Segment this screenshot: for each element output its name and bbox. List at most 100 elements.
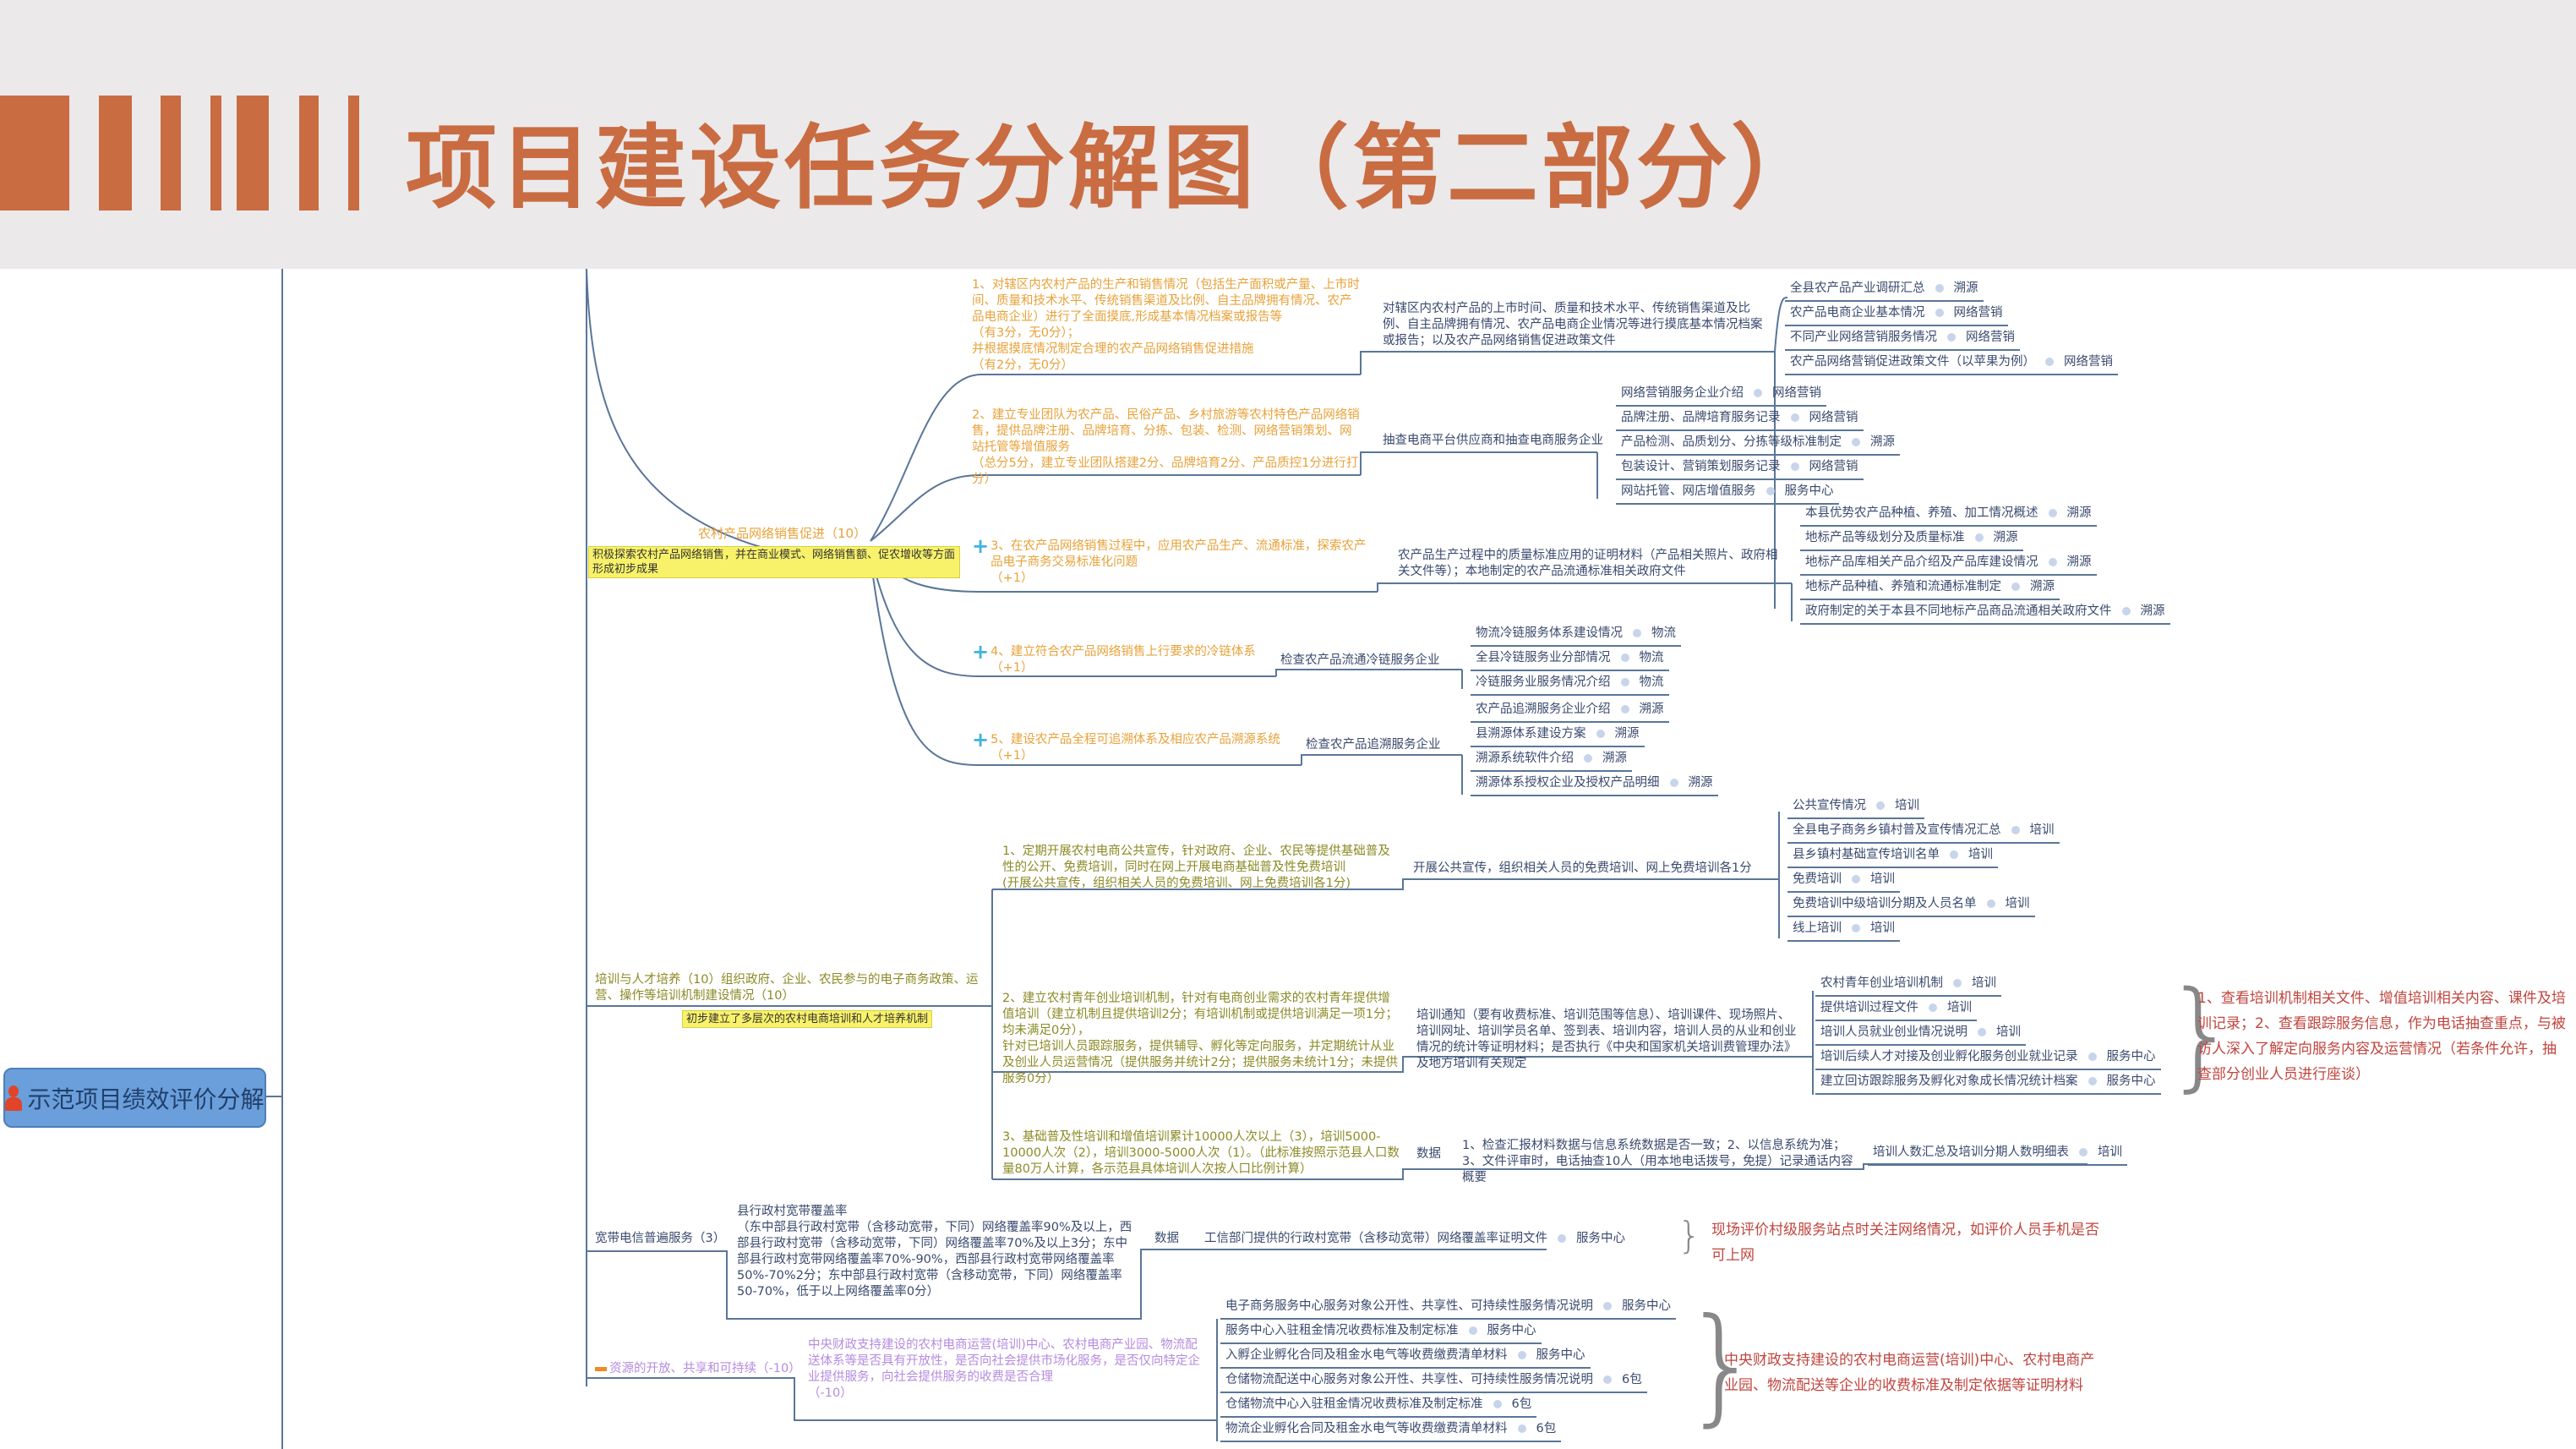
evidence-node[interactable]: 农产品生产过程中的质量标准应用的证明材料（产品相关照片、政府相关文件等）；本地制… bbox=[1398, 549, 1778, 578]
leaf-item[interactable]: 全县电子商务乡镇村普及宣传情况汇总培训 bbox=[1787, 819, 2060, 844]
collapse-dot-icon[interactable] bbox=[1790, 413, 1799, 422]
collapse-dot-icon[interactable] bbox=[1669, 779, 1678, 787]
task-node[interactable]: +4、建立符合农产品网络销售上行要求的冷链体系 （+1） bbox=[972, 640, 1256, 676]
collapse-dot-icon[interactable] bbox=[1935, 284, 1944, 293]
leaf-item[interactable]: 培训后续人才对接及创业孵化服务创业就业记录服务中心 bbox=[1815, 1046, 2161, 1070]
leaf-item[interactable]: 本县优势农产品种植、养殖、加工情况概述溯源 bbox=[1800, 502, 2097, 527]
collapse-dot-icon[interactable] bbox=[1620, 678, 1629, 686]
collapse-dot-icon[interactable] bbox=[1766, 487, 1775, 495]
collapse-dot-icon[interactable] bbox=[2048, 558, 2057, 566]
collapse-dot-icon[interactable] bbox=[1493, 1400, 1502, 1408]
data-tag[interactable]: 数据 bbox=[1154, 1232, 1179, 1245]
expand-icon[interactable]: + bbox=[972, 640, 990, 664]
task-node[interactable]: +5、建设农产品全程可追溯体系及相应农产品溯源系统 （+1） bbox=[972, 728, 1280, 764]
collapse-dot-icon[interactable] bbox=[1947, 333, 1956, 342]
expand-icon[interactable]: + bbox=[972, 534, 990, 558]
collapse-dot-icon[interactable] bbox=[1978, 1028, 1986, 1036]
collapse-dot-icon[interactable] bbox=[1790, 462, 1799, 471]
collapse-dot-icon[interactable] bbox=[1603, 1302, 1612, 1310]
expand-icon[interactable]: + bbox=[972, 728, 990, 752]
collapse-dot-icon[interactable] bbox=[1603, 1375, 1612, 1384]
leaf-item[interactable]: 农产品网络营销促进政策文件（以苹果为例）网络营销 bbox=[1785, 351, 2118, 375]
collapse-dot-icon[interactable] bbox=[2088, 1053, 2097, 1061]
evidence-node[interactable]: 开展公共宣传，组织相关人员的免费培训、网上免费培训各1分 bbox=[1413, 861, 1752, 875]
collapse-dot-icon[interactable] bbox=[1986, 899, 1995, 908]
branch-training[interactable]: 培训与人才培养（10）组织政府、企业、农民参与的电子商务政策、运营、操作等培训机… bbox=[595, 973, 979, 1003]
leaf-item[interactable]: 电子商务服务中心服务对象公开性、共享性、可持续性服务情况说明服务中心 bbox=[1220, 1295, 1676, 1320]
collapse-dot-icon[interactable] bbox=[2011, 826, 2020, 834]
collapse-dot-icon[interactable] bbox=[1852, 875, 1860, 883]
collapse-dot-icon[interactable] bbox=[2045, 358, 2054, 366]
collapse-dot-icon[interactable] bbox=[1596, 730, 1605, 738]
leaf-item[interactable]: 培训人数汇总及培训分期人数明细表培训 bbox=[1868, 1141, 2127, 1166]
task-node[interactable]: 1、定期开展农村电商公共宣传，针对政府、企业、农民等提供基础普及性的公开、免费培… bbox=[1002, 845, 1390, 890]
leaf-item[interactable]: 公共宣传情况培训 bbox=[1787, 795, 1924, 819]
collapse-dot-icon[interactable] bbox=[1974, 533, 1984, 542]
collapse-dot-icon[interactable] bbox=[2011, 582, 2020, 591]
evidence-node[interactable]: 检查农产品追溯服务企业 bbox=[1306, 738, 1441, 752]
leaf-item[interactable]: 地标产品等级划分及质量标准溯源 bbox=[1800, 527, 2023, 551]
collapse-dot-icon[interactable] bbox=[1876, 801, 1885, 810]
collapse-dot-icon[interactable] bbox=[1953, 979, 1962, 987]
collapse-dot-icon[interactable] bbox=[1517, 1424, 1526, 1433]
leaf-item[interactable]: 不同产业网络营销服务情况网络营销 bbox=[1785, 326, 2020, 351]
leaf-item[interactable]: 农村青年创业培训机制培训 bbox=[1815, 972, 2001, 997]
collapse-dot-icon[interactable] bbox=[1517, 1351, 1526, 1359]
leaf-item[interactable]: 免费培训中级培训分期及人员名单培训 bbox=[1787, 893, 2035, 917]
collapse-dot-icon[interactable] bbox=[2121, 607, 2131, 615]
collapse-dot-icon[interactable] bbox=[1754, 389, 1762, 397]
leaf-item[interactable]: 农产品追溯服务企业介绍溯源 bbox=[1471, 698, 1669, 723]
collapse-dot-icon[interactable] bbox=[1558, 1234, 1566, 1243]
collapse-dot-icon[interactable] bbox=[1584, 754, 1592, 763]
leaf-item[interactable]: 溯源系统软件介绍溯源 bbox=[1471, 747, 1632, 772]
leaf-item[interactable]: 溯源体系授权企业及授权产品明细溯源 bbox=[1471, 772, 1718, 796]
branch-online-sales[interactable]: 农村产品网络销售促进（10） bbox=[698, 526, 867, 541]
collapse-dot-icon[interactable] bbox=[1620, 705, 1629, 714]
leaf-item[interactable]: 地标产品库相关产品介绍及产品库建设情况溯源 bbox=[1800, 551, 2097, 576]
leaf-item[interactable]: 全县农产品产业调研汇总溯源 bbox=[1785, 277, 1984, 302]
leaf-item[interactable]: 冷链服务业服务情况介绍物流 bbox=[1471, 671, 1669, 696]
task-node[interactable]: 中央财政支持建设的农村电商运营(培训)中心、农村电商产业园、物流配送体系等是否具… bbox=[808, 1338, 1200, 1400]
collapse-dot-icon[interactable] bbox=[2088, 1077, 2097, 1085]
collapse-dot-icon[interactable] bbox=[1929, 1003, 1937, 1012]
evidence-node[interactable]: 检查农产品流通冷链服务企业 bbox=[1280, 653, 1440, 667]
branch-resource-sharing[interactable]: 资源的开放、共享和可持续（-10） bbox=[595, 1361, 801, 1377]
leaf-item[interactable]: 地标产品种植、养殖和流通标准制定溯源 bbox=[1800, 576, 2060, 600]
leaf-item[interactable]: 免费培训培训 bbox=[1787, 868, 1900, 893]
evidence-node[interactable]: 抽查电商平台供应商和抽查电商服务企业 bbox=[1383, 434, 1603, 447]
leaf-item[interactable]: 建立回访跟踪服务及孵化对象成长情况统计档案服务中心 bbox=[1815, 1070, 2161, 1095]
task-node[interactable]: 3、基础普及性培训和增值培训累计10000人次以上（3），培训5000-1000… bbox=[1002, 1130, 1400, 1176]
collapse-dot-icon[interactable] bbox=[1633, 629, 1641, 637]
branch-broadband[interactable]: 宽带电信普遍服务（3） bbox=[595, 1232, 726, 1245]
leaf-item[interactable]: 品牌注册、品牌培育服务记录网络营销 bbox=[1616, 407, 1864, 431]
leaf-item[interactable]: 全县冷链服务业分部情况物流 bbox=[1471, 647, 1669, 671]
collapse-dot-icon[interactable] bbox=[2079, 1148, 2088, 1156]
leaf-item[interactable]: 产品检测、品质划分、分拣等级标准制定溯源 bbox=[1616, 431, 1900, 456]
leaf-item[interactable]: 县乡镇村基础宣传培训名单培训 bbox=[1787, 844, 1998, 868]
leaf-item[interactable]: 提供培训过程文件培训 bbox=[1815, 997, 1977, 1021]
task-node[interactable]: 2、建立专业团队为农产品、民俗产品、乡村旅游等农村特色产品网络销售，提供品牌注册… bbox=[972, 408, 1360, 486]
collapse-dot-icon[interactable] bbox=[1935, 309, 1944, 317]
collapse-dot-icon[interactable] bbox=[2048, 509, 2057, 517]
minus-icon[interactable] bbox=[595, 1367, 607, 1371]
evidence-node[interactable]: 1、检查汇报材料数据与信息系统数据是否一致；2、以信息系统为准；3、文件评审时，… bbox=[1462, 1139, 1853, 1184]
leaf-item[interactable]: 政府制定的关于本县不同地标产品商品流通相关政府文件溯源 bbox=[1800, 600, 2170, 625]
leaf-item[interactable]: 网络营销服务企业介绍网络营销 bbox=[1616, 382, 1826, 407]
leaf-item[interactable]: 入孵企业孵化合同及租金水电气等收费缴费清单材料服务中心 bbox=[1220, 1344, 1591, 1369]
collapse-dot-icon[interactable] bbox=[1468, 1326, 1477, 1335]
data-tag[interactable]: 数据 bbox=[1416, 1147, 1441, 1161]
leaf-item[interactable]: 服务中心入驻租金情况收费标准及制定标准服务中心 bbox=[1220, 1320, 1542, 1344]
leaf-item[interactable]: 包装设计、营销策划服务记录网络营销 bbox=[1616, 456, 1864, 480]
task-node[interactable]: 2、建立农村青年创业培训机制，针对有电商创业需求的农村青年提供增值培训（建立机制… bbox=[1002, 992, 1398, 1085]
evidence-node[interactable]: 培训通知（要有收费标准、培训范围等信息）、培训课件、现场照片、培训网址、培训学员… bbox=[1416, 1009, 1797, 1070]
collapse-dot-icon[interactable] bbox=[1620, 653, 1629, 662]
leaf-item[interactable]: 网站托管、网店增值服务服务中心 bbox=[1616, 480, 1839, 505]
task-node[interactable]: 1、对辖区内农村产品的生产和销售情况（包括生产面积或产量、上市时间、质量和技术水… bbox=[972, 278, 1360, 372]
evidence-node[interactable]: 对辖区内农村产品的上市时间、质量和技术水平、传统销售渠道及比例、自主品牌拥有情况… bbox=[1383, 302, 1763, 347]
leaf-item[interactable]: 农产品电商企业基本情况网络营销 bbox=[1785, 302, 2008, 326]
leaf-item[interactable]: 物流冷链服务体系建设情况物流 bbox=[1471, 622, 1681, 647]
leaf-item[interactable]: 培训人员就业创业情况说明培训 bbox=[1815, 1021, 2026, 1046]
collapse-dot-icon[interactable] bbox=[1852, 924, 1860, 932]
